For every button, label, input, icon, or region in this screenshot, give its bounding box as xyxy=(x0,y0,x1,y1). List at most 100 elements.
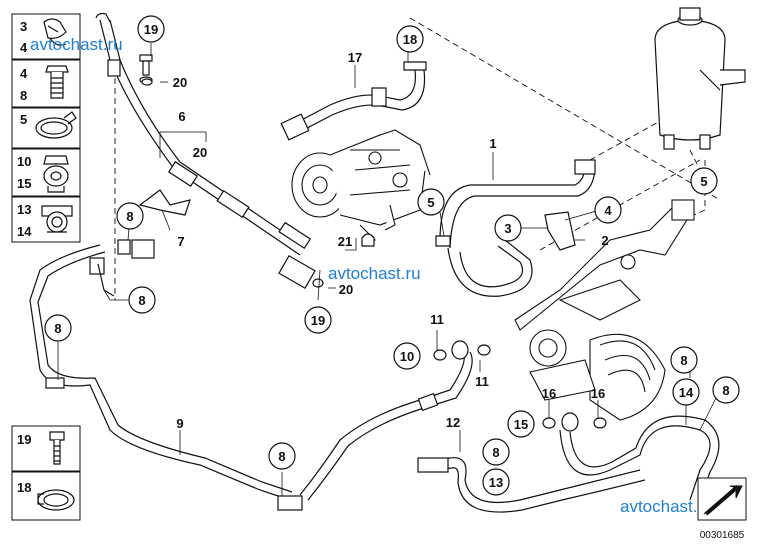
legend-box-clamp xyxy=(11,107,81,149)
legend-panel xyxy=(11,13,81,521)
legend-label: 4 xyxy=(20,66,28,81)
fluid-reservoir xyxy=(654,7,746,150)
pipe-clip xyxy=(277,495,303,511)
pipe-clip xyxy=(89,257,105,275)
callout-18: 18 xyxy=(396,25,424,53)
banjo-bolt-icon xyxy=(43,155,69,193)
callout-7: 7 xyxy=(177,234,184,249)
svg-text:14: 14 xyxy=(679,385,694,400)
clip-icon xyxy=(43,18,67,46)
bolt-part xyxy=(107,59,121,77)
callout-21: 21 xyxy=(338,234,352,249)
svg-text:8: 8 xyxy=(278,449,285,464)
callout-8: 8 xyxy=(670,346,698,374)
callout-20: 20 xyxy=(339,282,353,297)
legend-label: 4 xyxy=(20,40,28,55)
hose-clamp xyxy=(435,235,451,247)
callout-2: 2 xyxy=(601,233,608,248)
callout-8: 8 xyxy=(712,376,740,404)
power-steering-pump xyxy=(291,129,431,246)
callout-16: 16 xyxy=(591,386,605,401)
watermark-text: avtochast.ru xyxy=(620,497,713,516)
callout-14: 14 xyxy=(672,378,700,406)
svg-text:10: 10 xyxy=(400,349,414,364)
callout-8: 8 xyxy=(268,442,296,470)
bracket-clip xyxy=(117,239,131,255)
legend-label: 3 xyxy=(20,19,27,34)
svg-text:8: 8 xyxy=(54,321,61,336)
legend-label: 18 xyxy=(17,480,31,495)
steering-gear xyxy=(514,199,695,421)
holder-icon xyxy=(41,205,73,233)
callout-20: 20 xyxy=(173,75,187,90)
svg-text:8: 8 xyxy=(138,293,145,308)
callout-11: 11 xyxy=(475,374,489,389)
legend-label: 13 xyxy=(17,202,31,217)
callout-5: 5 xyxy=(690,167,718,195)
svg-text:8: 8 xyxy=(680,353,687,368)
hose-end-fitting xyxy=(417,457,449,473)
callout-19: 19 xyxy=(137,15,165,43)
callout-12: 12 xyxy=(446,415,460,430)
svg-text:8: 8 xyxy=(492,445,499,460)
callout-3: 3 xyxy=(494,214,522,242)
svg-text:19: 19 xyxy=(311,313,325,328)
legend-box-clip xyxy=(11,13,81,60)
svg-text:8: 8 xyxy=(126,209,133,224)
svg-text:4: 4 xyxy=(604,203,612,218)
callout-11: 11 xyxy=(430,312,444,327)
callout-8: 8 xyxy=(44,314,72,342)
legend-label: 5 xyxy=(20,112,27,127)
legend-label: 10 xyxy=(17,154,31,169)
watermark: avtochast.ru avtochast.ru avtochast.ru xyxy=(30,35,713,516)
svg-text:5: 5 xyxy=(700,174,707,189)
callout-15: 15 xyxy=(507,410,535,438)
callout-8: 8 xyxy=(128,286,156,314)
svg-text:5: 5 xyxy=(427,195,434,210)
hose-sleeve xyxy=(216,189,250,219)
legend-box-hoseclamp xyxy=(11,471,81,521)
callout-8: 8 xyxy=(482,438,510,466)
legend-label: 8 xyxy=(20,88,27,103)
hose-end-fitting xyxy=(280,113,310,141)
callout-5: 5 xyxy=(417,188,445,216)
callout-10: 10 xyxy=(393,342,421,370)
svg-text:19: 19 xyxy=(144,22,158,37)
pipe-sleeve xyxy=(417,392,439,412)
callout-13: 13 xyxy=(482,468,510,496)
svg-text:8: 8 xyxy=(722,383,729,398)
hose-sleeve xyxy=(371,87,387,107)
bracket-clip xyxy=(131,239,155,259)
callout-16: 16 xyxy=(542,386,556,401)
legend-label: 15 xyxy=(17,176,31,191)
callout-4: 4 xyxy=(594,196,622,224)
callout-17: 17 xyxy=(348,50,362,65)
callout-1: 1 xyxy=(489,136,496,151)
bracket xyxy=(544,211,576,251)
svg-text:18: 18 xyxy=(403,32,417,47)
hose-clamp-icon xyxy=(37,489,75,511)
screw-icon xyxy=(49,431,65,465)
watermark-text: avtochast.ru xyxy=(328,264,421,283)
hose-sleeve xyxy=(167,161,199,187)
hose-end-fitting xyxy=(574,159,596,175)
svg-text:15: 15 xyxy=(514,417,528,432)
legend-box-banjo xyxy=(11,148,81,197)
hose-clamp-icon xyxy=(35,111,77,139)
legend-box-bolt xyxy=(11,59,81,108)
svg-text:3: 3 xyxy=(504,221,511,236)
hose-sleeve xyxy=(278,221,312,250)
pipe-clip xyxy=(45,377,65,389)
callout-19: 19 xyxy=(304,306,332,334)
legend-box-screw xyxy=(11,425,81,472)
hose-end-fitting xyxy=(278,255,316,289)
callout-20: 20 xyxy=(193,145,207,160)
legend-label: 19 xyxy=(17,432,31,447)
watermark-text: avtochast.ru xyxy=(30,35,123,54)
doc-arrow-box xyxy=(697,477,747,521)
legend-label: 14 xyxy=(17,224,32,239)
svg-text:13: 13 xyxy=(489,475,503,490)
callout-8: 8 xyxy=(116,202,144,230)
legend-box-holder xyxy=(11,196,81,243)
